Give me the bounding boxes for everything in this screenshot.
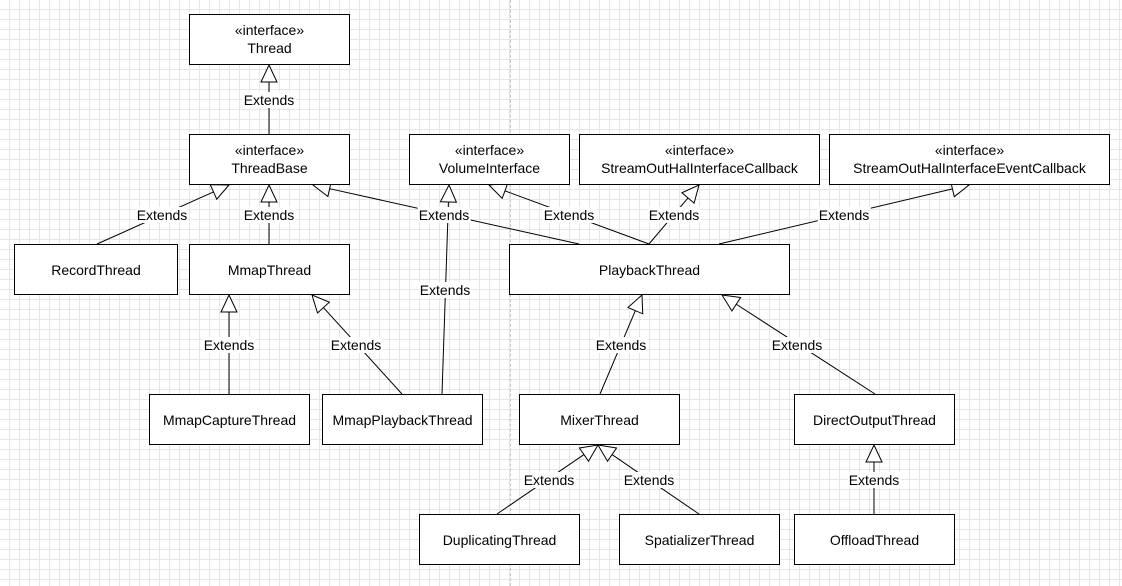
node-name: DirectOutputThread: [813, 411, 936, 428]
node-stereotype: «interface»: [934, 142, 1005, 158]
edge-label: Extends: [202, 337, 256, 353]
inheritance-arrowhead: [220, 293, 238, 313]
node-name: RecordThread: [51, 261, 141, 278]
node-name: Thread: [247, 40, 292, 56]
inheritance-arrowhead: [311, 294, 331, 314]
node-name: MixerThread: [560, 411, 639, 428]
node-name: ThreadBase: [231, 160, 308, 176]
edge-label: Extends: [135, 207, 189, 223]
edge-label: Extends: [242, 92, 296, 108]
node-playback-thread[interactable]: PlaybackThread: [509, 244, 790, 295]
edge-label: Extends: [418, 282, 472, 298]
node-duplicating-thread[interactable]: DuplicatingThread: [419, 514, 580, 565]
edge-label: Extends: [522, 472, 576, 488]
node-spatializer-thread[interactable]: SpatializerThread: [619, 514, 780, 565]
node-stream-out-hal-interface-event-callback[interactable]: «interface» StreamOutHalInterfaceEventCa…: [829, 134, 1110, 185]
node-stereotype: «interface»: [664, 142, 735, 158]
inheritance-arrowhead: [865, 443, 883, 463]
node-stream-out-hal-interface-callback[interactable]: «interface» StreamOutHalInterfaceCallbac…: [579, 134, 820, 185]
node-name: MmapThread: [227, 261, 312, 278]
node-volume-interface[interactable]: «interface» VolumeInterface: [409, 134, 570, 185]
node-mixer-thread[interactable]: MixerThread: [519, 394, 680, 445]
edge-label: Extends: [770, 337, 824, 353]
node-thread[interactable]: «interface» Thread: [189, 14, 350, 65]
inheritance-arrowhead: [578, 444, 599, 463]
node-name: VolumeInterface: [438, 160, 541, 176]
inheritance-arrowhead: [487, 182, 509, 200]
inheritance-arrowhead: [680, 184, 700, 205]
node-thread-base[interactable]: «interface» ThreadBase: [189, 134, 350, 185]
node-stereotype: «interface»: [234, 22, 305, 38]
node-offload-thread[interactable]: OffloadThread: [794, 514, 955, 565]
node-mmap-capture-thread[interactable]: MmapCaptureThread: [149, 394, 310, 445]
node-mmap-thread[interactable]: MmapThread: [189, 244, 350, 295]
inheritance-arrowhead: [260, 63, 278, 83]
edge-label: Extends: [417, 207, 471, 223]
edge-label: Extends: [622, 472, 676, 488]
edge-label: Extends: [542, 207, 596, 223]
node-direct-output-thread[interactable]: DirectOutputThread: [794, 394, 955, 445]
node-name: PlaybackThread: [598, 261, 701, 278]
edge-label: Extends: [242, 207, 296, 223]
edge-label: Extends: [329, 337, 383, 353]
node-name: OffloadThread: [829, 531, 920, 548]
node-stereotype: «interface»: [454, 142, 525, 158]
node-name: DuplicatingThread: [442, 531, 557, 548]
inheritance-arrowhead: [627, 293, 644, 315]
node-name: SpatializerThread: [644, 531, 755, 548]
edge-label: Extends: [647, 207, 701, 223]
inheritance-arrowhead: [209, 184, 231, 201]
node-name: MmapPlaybackThread: [332, 411, 473, 428]
node-record-thread[interactable]: RecordThread: [14, 244, 178, 295]
edge-label: Extends: [817, 207, 871, 223]
edge-label: Extends: [847, 472, 901, 488]
inheritance-arrowhead: [260, 183, 278, 203]
inheritance-arrowhead: [439, 183, 458, 203]
edge-label: Extends: [594, 337, 648, 353]
node-mmap-playback-thread[interactable]: MmapPlaybackThread: [322, 394, 483, 445]
node-name: StreamOutHalInterfaceCallback: [601, 160, 798, 176]
node-stereotype: «interface»: [234, 142, 305, 158]
inheritance-arrowhead: [721, 294, 742, 312]
inheritance-arrowhead: [597, 444, 618, 463]
node-name: MmapCaptureThread: [162, 411, 297, 428]
node-name: StreamOutHalInterfaceEventCallback: [853, 160, 1086, 176]
